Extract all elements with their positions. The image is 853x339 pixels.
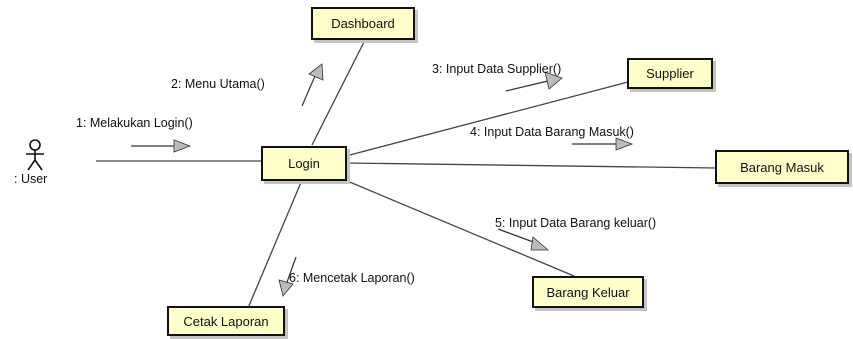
object-supplier: Supplier	[627, 58, 713, 89]
object-cetak-laporan: Cetak Laporan	[167, 306, 285, 336]
message-arrows	[131, 63, 634, 297]
link-login-barang-masuk	[346, 162, 717, 169]
object-barang-keluar: Barang Keluar	[532, 276, 644, 308]
object-dashboard-label: Dashboard	[331, 16, 395, 31]
arrow-2	[301, 63, 324, 107]
arrow-5	[497, 228, 550, 251]
object-login-label: Login	[288, 156, 320, 171]
link-login-supplier	[345, 81, 629, 157]
arrow-1	[131, 139, 192, 153]
link-login-cetak-laporan	[247, 179, 303, 309]
message-4-label: 4: Input Data Barang Masuk()	[470, 125, 634, 139]
arrow-3	[505, 71, 563, 92]
link-login-dashboard	[311, 37, 367, 146]
object-login: Login	[261, 146, 347, 181]
object-barang-masuk-label: Barang Masuk	[740, 159, 824, 175]
links	[96, 37, 717, 309]
object-dashboard: Dashboard	[311, 7, 415, 40]
message-6-label: 6: Mencetak Laporan()	[289, 271, 415, 285]
actor-icon	[26, 139, 44, 171]
object-supplier-label: Supplier	[646, 66, 694, 81]
actor-label: : User	[14, 172, 48, 186]
object-barang-masuk: Barang Masuk	[715, 150, 849, 184]
object-cetak-laporan-label: Cetak Laporan	[183, 313, 269, 329]
arrow-6	[278, 256, 297, 297]
message-1-label: 1: Melakukan Login()	[76, 116, 193, 130]
message-5-label: 5: Input Data Barang keluar()	[495, 216, 657, 230]
object-barang-keluar-label: Barang Keluar	[546, 284, 630, 300]
arrow-4	[572, 137, 634, 151]
link-login-barang-keluar	[339, 177, 575, 277]
message-3-label: 3: Input Data Supplier()	[432, 62, 562, 76]
message-2-label: 2: Menu Utama()	[171, 77, 265, 91]
